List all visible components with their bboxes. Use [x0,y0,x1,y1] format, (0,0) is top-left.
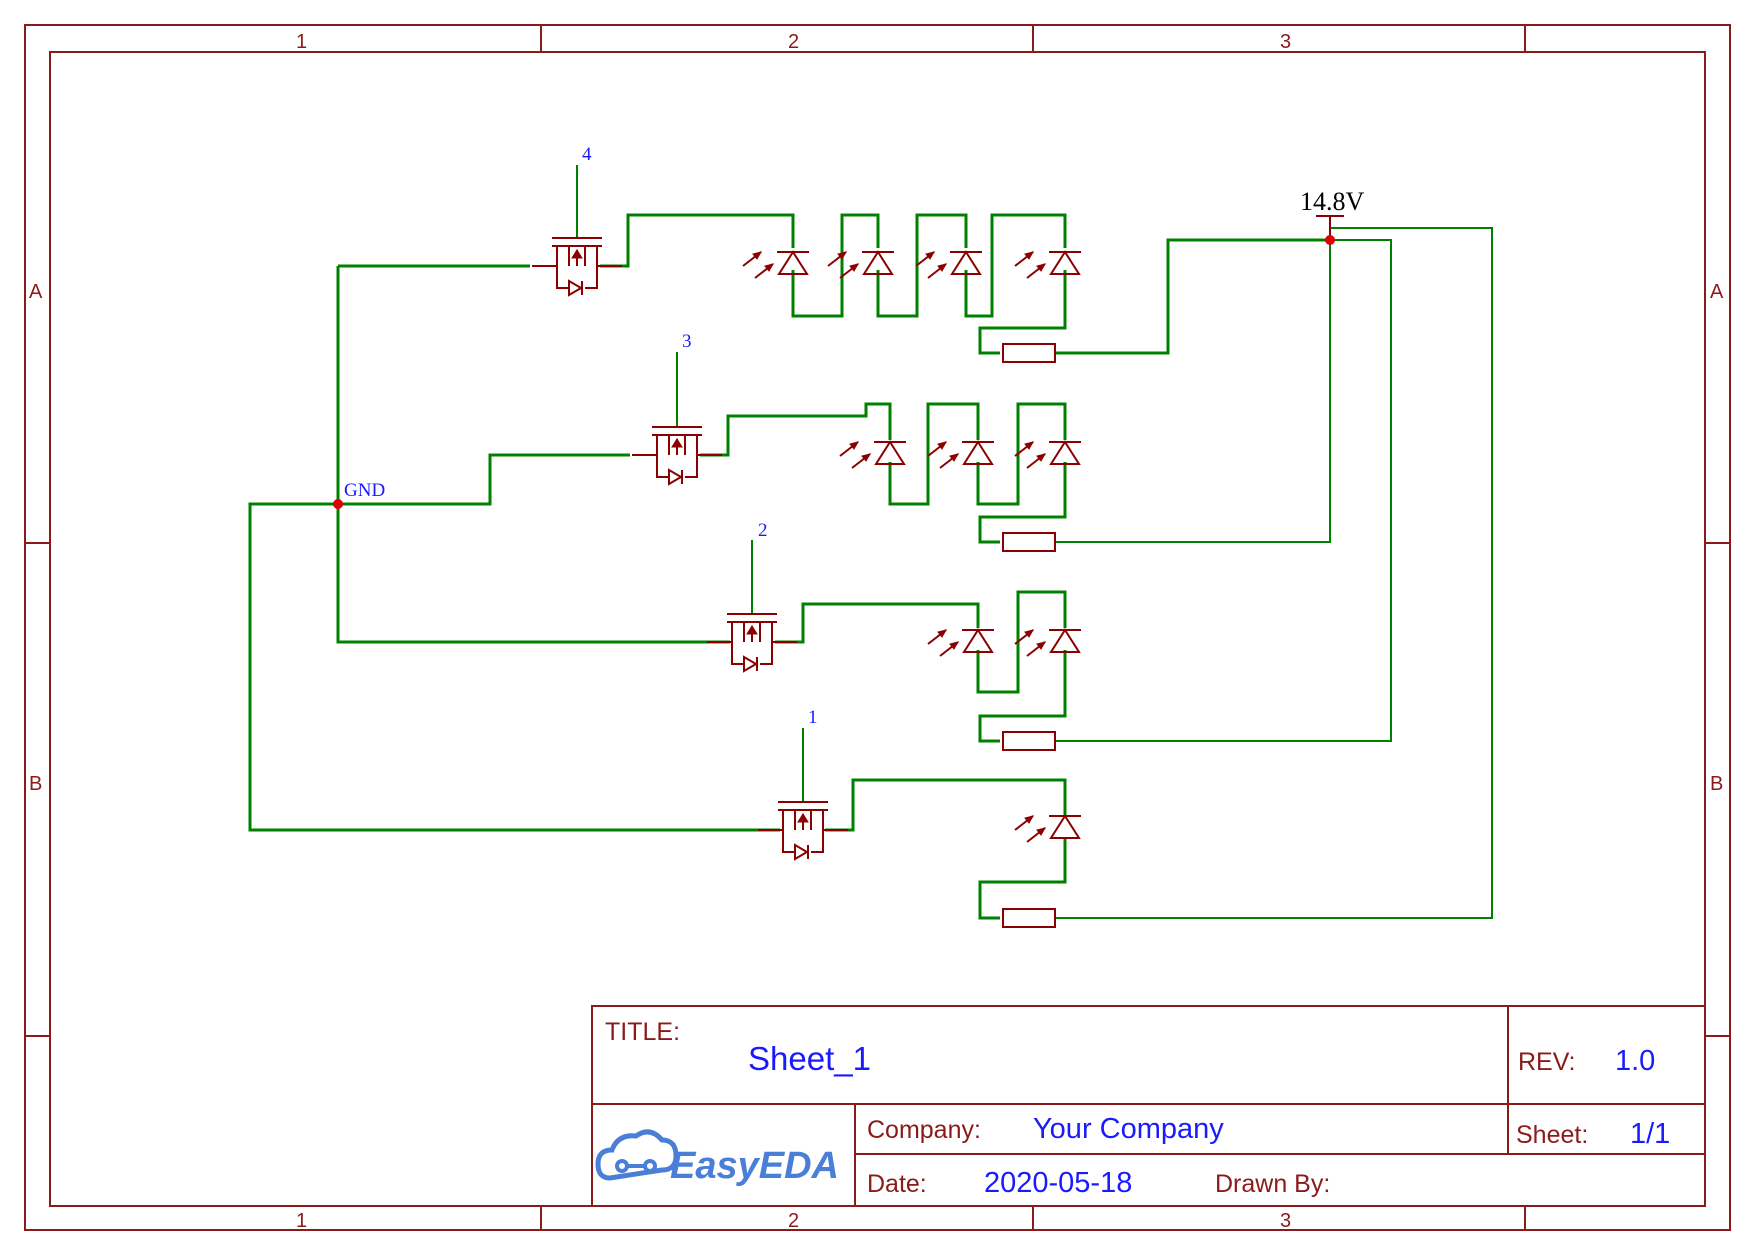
zone-bottom-2: 2 [788,1210,799,1232]
date-label: Date: [867,1170,927,1198]
gnd-wire-main [336,266,730,644]
gate-3-label: 3 [682,331,692,352]
gnd-wire-q1 [248,502,780,832]
led-row4-1 [742,251,810,279]
resistor-row4 [1002,343,1056,363]
zone-top-2: 2 [788,31,799,53]
led-row3-3 [1014,441,1082,469]
rev-label: REV: [1518,1048,1575,1076]
rev-value: 1.0 [1615,1045,1655,1077]
mosfet-q4 [531,237,623,296]
led-row4-4 [1014,251,1082,279]
sheet-value: 1/1 [1630,1118,1670,1150]
zone-right-b: B [1710,773,1723,795]
date-value: 2020-05-18 [984,1167,1132,1199]
mosfet-q1 [757,801,849,860]
led-row4-3 [915,251,983,279]
zone-right-a: A [1710,281,1724,303]
easyeda-logo: EasyEDA [595,1129,839,1187]
led-row3-1 [839,441,907,469]
led-row1-1 [1014,815,1082,843]
led-row3-2 [927,441,995,469]
gate-2-label: 2 [758,520,768,541]
zone-bottom-1: 1 [296,1210,307,1232]
zone-left-b: B [29,773,42,795]
gate-1-label: 1 [808,707,818,728]
zone-left-a: A [29,281,43,303]
led-row2-1 [927,629,995,657]
resistor-row2 [1002,731,1056,751]
wires [248,165,1493,920]
gnd-net-label: GND [344,480,385,501]
zone-top-3: 3 [1280,31,1291,53]
cloud-icon [595,1129,679,1181]
zone-bottom-3: 3 [1280,1210,1291,1232]
gnd-junction [333,499,343,509]
mosfet-q2 [706,613,798,672]
title-block [591,1005,1706,1207]
company-label: Company: [867,1116,981,1144]
sheet-label: Sheet: [1516,1121,1588,1149]
power-junction [1325,235,1335,245]
title-label: TITLE: [605,1018,680,1046]
resistor-row3 [1002,532,1056,552]
title-value: Sheet_1 [748,1040,871,1077]
resistor-row1 [1002,908,1056,928]
company-value: Your Company [1033,1113,1224,1145]
led-row4-2 [827,251,895,279]
sheet-frame [24,24,1731,1231]
gnd-wire-q3 [338,453,630,506]
zone-top-1: 1 [296,31,307,53]
power-net-label: 14.8V [1300,187,1365,216]
led-row2-2 [1014,629,1082,657]
gate-4-label: 4 [582,144,592,165]
drawn-by-label: Drawn By: [1215,1170,1330,1198]
logo-text: EasyEDA [670,1145,839,1187]
mosfet-q3 [631,426,723,485]
